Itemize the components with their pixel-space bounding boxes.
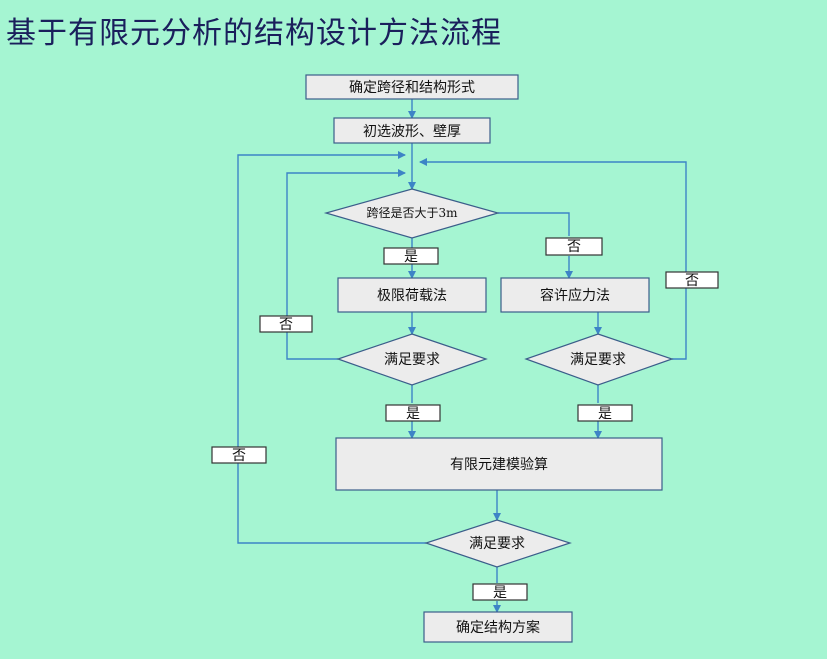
svg-text:容许应力法: 容许应力法 bbox=[540, 287, 610, 304]
edge-label-no-right-loop: 否 bbox=[665, 271, 719, 289]
svg-text:满足要求: 满足要求 bbox=[384, 352, 440, 368]
edge-label-yes-right: 是 bbox=[577, 404, 633, 422]
node-satisfy-bottom: 满足要求 bbox=[424, 519, 572, 568]
svg-text:否: 否 bbox=[685, 273, 699, 289]
svg-text:满足要求: 满足要求 bbox=[469, 536, 525, 552]
edge-decision-to-no bbox=[498, 212, 570, 236]
page-title: 基于有限元分析的结构设计方法流程 bbox=[6, 16, 502, 51]
svg-text:有限元建模验算: 有限元建模验算 bbox=[450, 457, 548, 473]
svg-text:是: 是 bbox=[404, 249, 418, 265]
svg-text:确定结构方案: 确定结构方案 bbox=[456, 619, 540, 636]
node-limit-load: 极限荷载法 bbox=[337, 277, 487, 313]
node-final-scheme: 确定结构方案 bbox=[423, 611, 573, 643]
edge-label-yes-left: 是 bbox=[385, 404, 441, 422]
edge-label-no-left-loop: 否 bbox=[259, 315, 313, 333]
node-determine-span: 确定跨径和结构形式 bbox=[305, 74, 519, 100]
edge-left-no-loop bbox=[286, 169, 406, 360]
edge-label-no-span: 否 bbox=[545, 237, 603, 256]
node-satisfy-right: 满足要求 bbox=[524, 333, 674, 386]
svg-text:满足要求: 满足要求 bbox=[570, 352, 626, 368]
svg-text:是: 是 bbox=[493, 585, 507, 601]
svg-text:是: 是 bbox=[598, 406, 612, 422]
svg-text:否: 否 bbox=[567, 239, 581, 255]
node-initial-selection: 初选波形、壁厚 bbox=[333, 117, 491, 144]
edge-right-no-loop bbox=[419, 158, 687, 360]
node-allowable-stress: 容许应力法 bbox=[500, 277, 650, 313]
edge-outer-no-loop bbox=[237, 151, 426, 544]
svg-text:初选波形、壁厚: 初选波形、壁厚 bbox=[363, 123, 461, 140]
svg-text:否: 否 bbox=[279, 317, 293, 333]
node-fea-check: 有限元建模验算 bbox=[335, 437, 663, 491]
svg-text:是: 是 bbox=[406, 406, 420, 422]
edge-label-yes-span: 是 bbox=[383, 247, 439, 265]
svg-text:跨径是否大于3m: 跨径是否大于3m bbox=[366, 206, 458, 220]
node-span-decision: 跨径是否大于3m bbox=[323, 188, 501, 239]
svg-text:确定跨径和结构形式: 确定跨径和结构形式 bbox=[349, 80, 475, 96]
node-satisfy-left: 满足要求 bbox=[336, 333, 488, 386]
svg-text:否: 否 bbox=[232, 448, 246, 464]
edge-label-yes-bottom: 是 bbox=[472, 583, 528, 601]
svg-text:极限荷载法: 极限荷载法 bbox=[377, 288, 447, 304]
edge-label-no-outer-loop: 否 bbox=[211, 446, 267, 464]
